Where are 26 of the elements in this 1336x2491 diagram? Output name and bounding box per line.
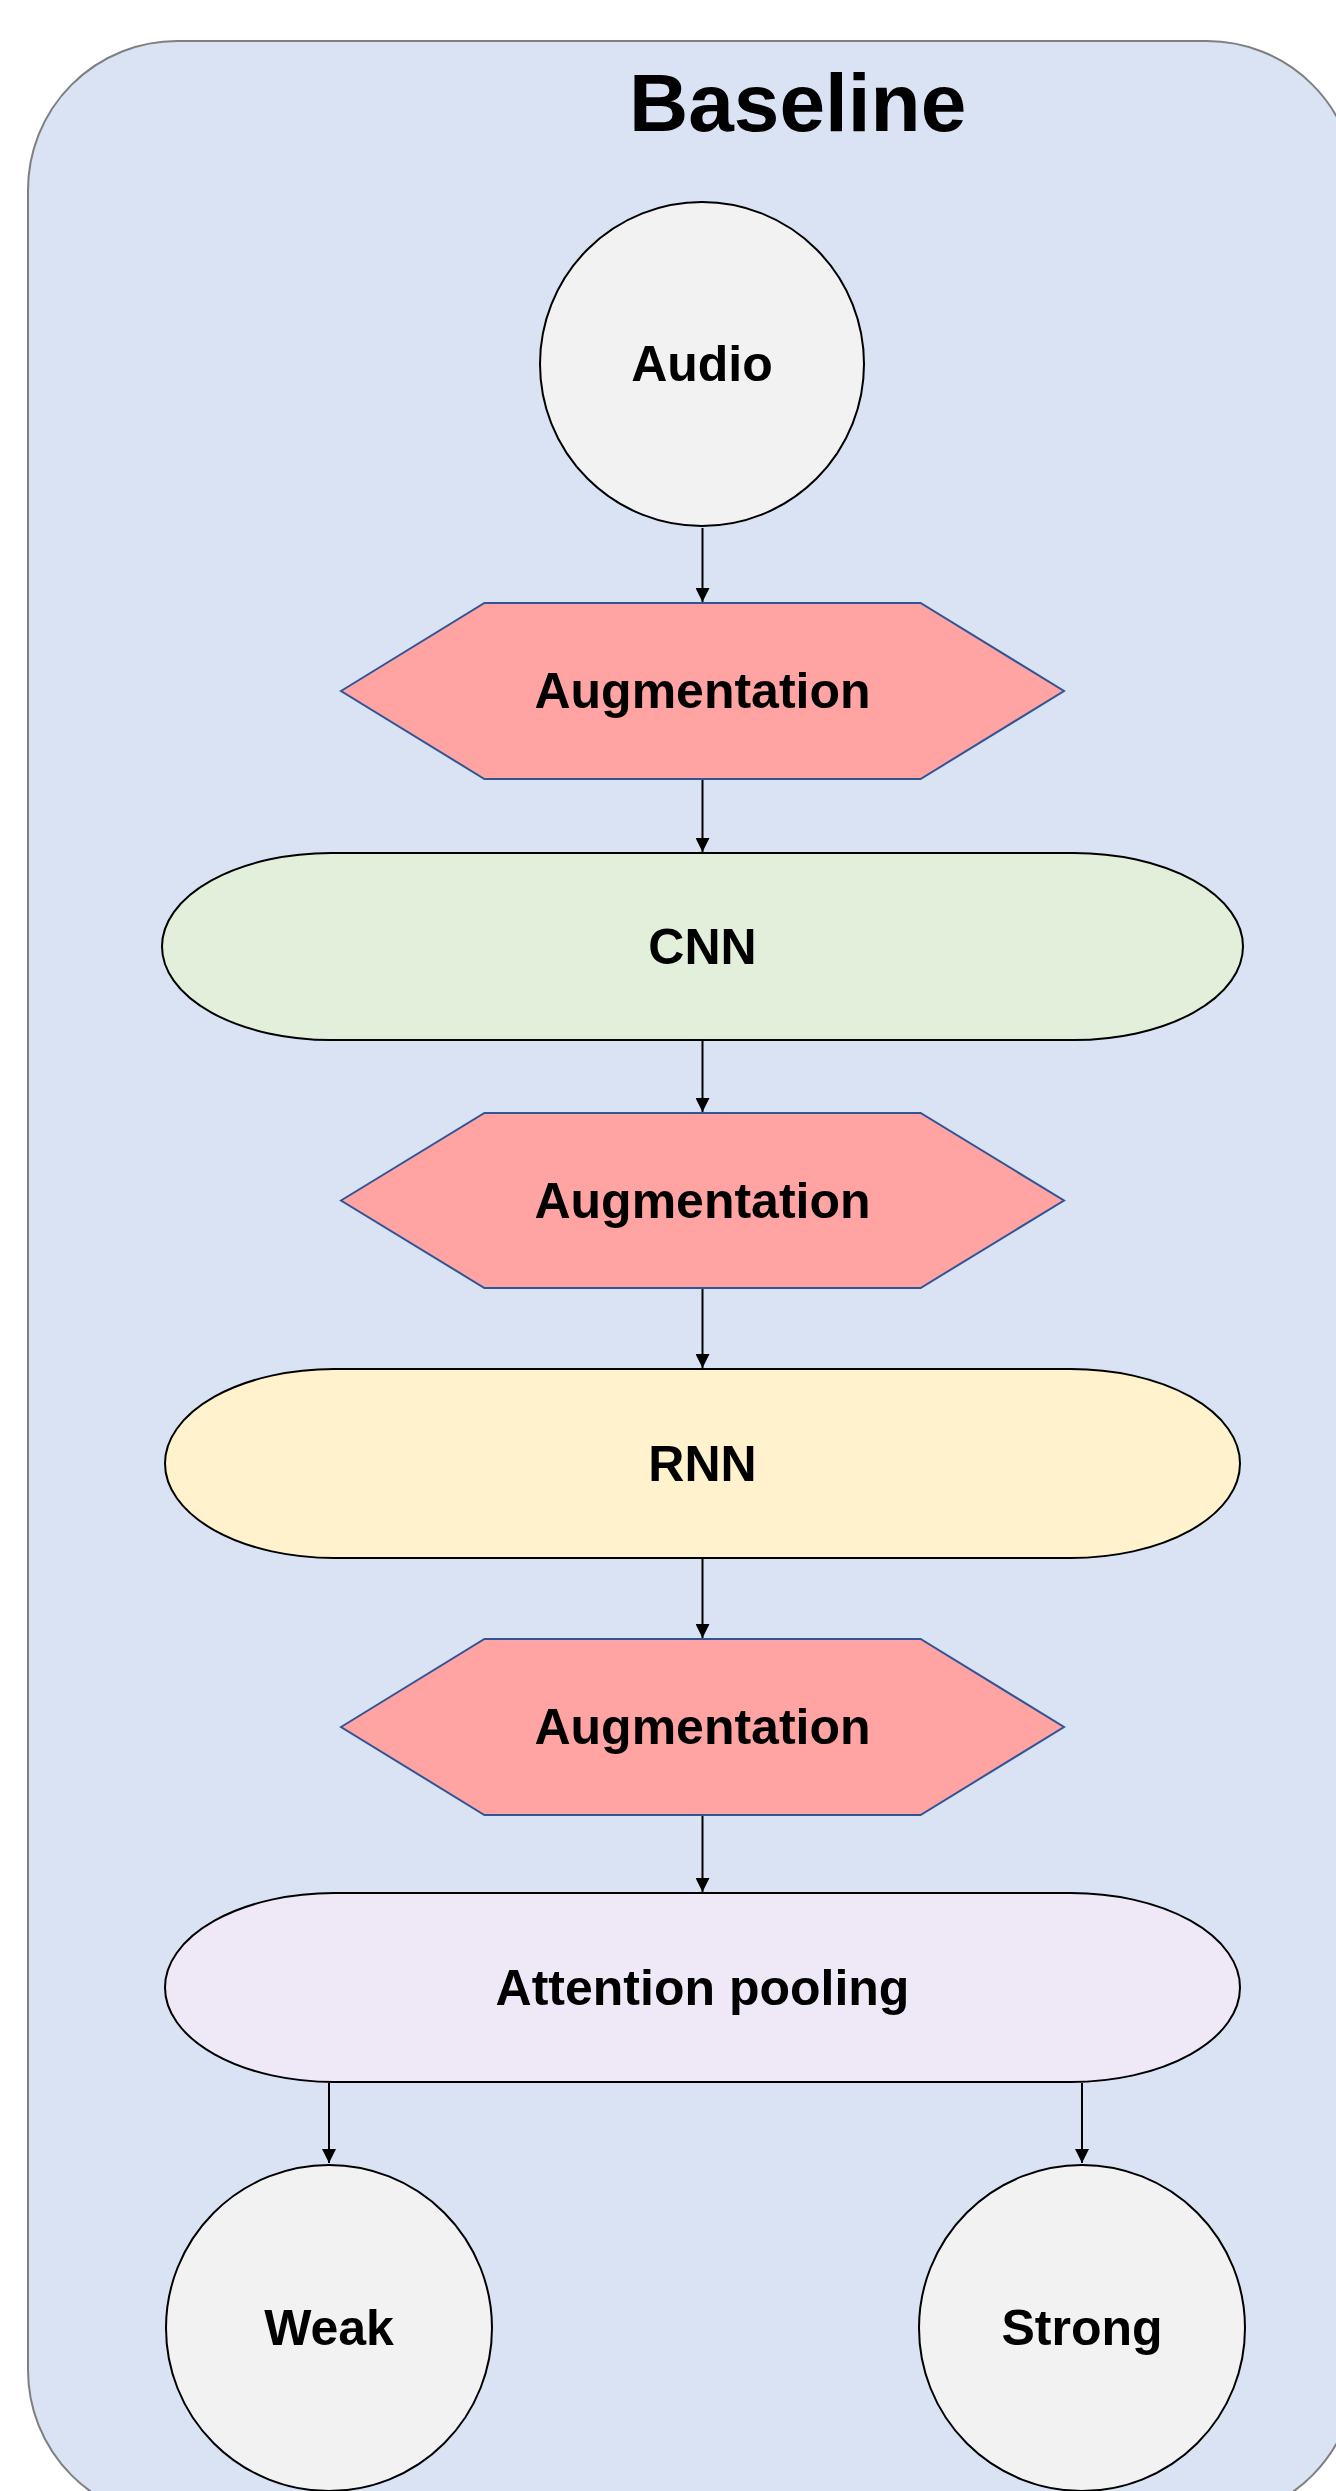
node-label: Augmentation (534, 666, 871, 716)
node-label: Augmentation (534, 1702, 871, 1752)
panel-title: Baseline (629, 62, 967, 144)
process-terminal (164, 1368, 1241, 1559)
arrow (322, 2082, 336, 2164)
arrow (695, 779, 710, 853)
arrow (695, 1815, 710, 1893)
arrow (695, 1040, 710, 1113)
node-label: Weak (264, 2303, 394, 2353)
process-hexagon (339, 602, 1066, 780)
process-terminal (164, 1892, 1241, 2083)
group-panel (27, 40, 1336, 2491)
node-label: CNN (648, 921, 757, 972)
arrow (695, 1558, 710, 1639)
input-circle (538, 200, 866, 528)
arrow (695, 527, 710, 603)
node-label: Strong (1001, 2303, 1163, 2353)
arrow (1075, 2082, 1089, 2164)
node-label: Audio (631, 339, 773, 389)
node-label: Attention pooling (495, 1962, 910, 2013)
process-terminal (161, 852, 1244, 1041)
node-label: Augmentation (534, 1175, 871, 1226)
process-hexagon (339, 1112, 1066, 1289)
node-label: RNN (648, 1438, 757, 1489)
arrow (695, 1288, 710, 1369)
process-hexagon (339, 1638, 1066, 1816)
